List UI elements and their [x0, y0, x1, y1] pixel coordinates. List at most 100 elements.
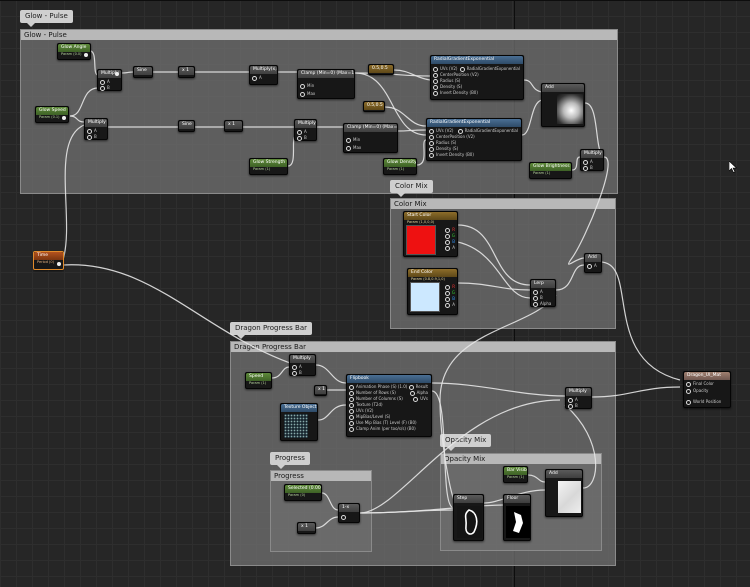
- input-pin-b[interactable]: B: [583, 165, 593, 171]
- node-selected-param[interactable]: Selected (0.00) Param (0): [284, 484, 322, 501]
- comment-bubble-glow-pulse[interactable]: Glow - Pulse: [20, 10, 73, 27]
- node-clamp-1[interactable]: Clamp (Min=0) (Max=1) Min Max: [297, 69, 355, 99]
- input-pin[interactable]: UVs (V2): [433, 66, 457, 72]
- input-pin-b[interactable]: B: [87, 134, 97, 140]
- node-clamp-2[interactable]: Clamp (Min=0) (Max=1) Min Max: [343, 123, 398, 153]
- node-x-3[interactable]: x 1: [314, 385, 327, 396]
- output-pin-b[interactable]: B: [445, 239, 455, 245]
- node-start-color[interactable]: Start Color Param (1,0,0,0) R G B A: [403, 211, 458, 257]
- input-pin-max[interactable]: Max: [346, 145, 361, 151]
- input-pin[interactable]: Use Mip Bias (T) Level (F) (B0): [349, 420, 417, 426]
- input-pin-min[interactable]: Min: [346, 137, 360, 143]
- input-pin[interactable]: Number of Rows (S): [349, 390, 396, 396]
- input-pin-final-color[interactable]: Final Color: [686, 381, 714, 387]
- input-pin[interactable]: Number of Columns (S): [349, 396, 403, 402]
- output-pin-r[interactable]: R: [445, 227, 455, 233]
- comment-bubble-progress[interactable]: Progress: [270, 452, 310, 469]
- input-pin[interactable]: MipBias/Level (S): [349, 414, 390, 420]
- node-add-2[interactable]: Add A: [584, 253, 602, 273]
- node-radial-gradient-1[interactable]: RadialGradientExponential UVs (V2) Cente…: [430, 55, 524, 100]
- input-pin[interactable]: UVs (V2): [349, 408, 373, 414]
- node-x-4[interactable]: x 1: [297, 522, 316, 534]
- input-pin-b[interactable]: B: [100, 85, 110, 91]
- node-texture-object[interactable]: Texture Object: [280, 403, 318, 441]
- input-pin-a[interactable]: A: [252, 75, 262, 81]
- node-glow-angle[interactable]: Glow Angle Param (0.0): [57, 43, 91, 60]
- node-one-minus[interactable]: 1-x: [338, 503, 360, 523]
- node-multiply-2[interactable]: Multiply A B: [84, 118, 108, 140]
- node-floor[interactable]: Floor: [503, 494, 531, 541]
- input-pin[interactable]: Radius (S): [433, 78, 460, 84]
- node-sine-1[interactable]: Sine: [133, 66, 153, 78]
- output-pin-uvs[interactable]: UVs: [413, 396, 428, 402]
- input-pin-opacity[interactable]: Opacity: [686, 388, 708, 394]
- input-pin-a[interactable]: A: [292, 364, 302, 370]
- input-pin-a[interactable]: A: [587, 263, 597, 269]
- input-pin-b[interactable]: B: [533, 295, 543, 301]
- input-pin-b[interactable]: B: [568, 403, 578, 409]
- node-add-3[interactable]: Add: [545, 469, 583, 517]
- output-pin-alpha[interactable]: Alpha: [410, 390, 428, 396]
- node-dragon-ui-mat-output[interactable]: Dragon_UI_Mat Final Color Opacity World …: [683, 371, 731, 408]
- output-pin[interactable]: [84, 53, 88, 57]
- node-const-1[interactable]: 0.5,0.5: [368, 64, 394, 75]
- input-pin[interactable]: Animation Phase (S) (1.0): [349, 384, 407, 390]
- node-glow-strength[interactable]: Glow Strength Param (1): [249, 158, 288, 175]
- output-pin-b[interactable]: B: [445, 296, 455, 302]
- node-speed[interactable]: Speed Param (1): [245, 372, 272, 389]
- input-pin-alpha[interactable]: Alpha: [533, 301, 551, 307]
- output-pin[interactable]: [57, 262, 61, 266]
- node-glow-brightness[interactable]: Glow Brightness Param (1): [529, 162, 572, 179]
- node-multiply-1[interactable]: Multiply A B: [97, 69, 122, 91]
- node-lerp[interactable]: Lerp A B Alpha: [530, 279, 556, 307]
- node-flipbook[interactable]: Flipbook Animation Phase (S) (1.0) Numbe…: [346, 374, 432, 437]
- input-pin[interactable]: Texture (T2d): [349, 402, 383, 408]
- node-end-color[interactable]: End Color Param (0.8,0.9,1,0) R G B A: [407, 268, 458, 315]
- input-pin-min[interactable]: Min: [300, 83, 314, 89]
- comment-bubble-dragon-progress-bar[interactable]: Dragon Progress Bar: [230, 322, 313, 339]
- node-multiply-5[interactable]: Multiply A B: [580, 149, 604, 171]
- input-pin-a[interactable]: A: [297, 129, 307, 135]
- node-step[interactable]: Step: [453, 494, 484, 541]
- input-pin[interactable]: [341, 514, 348, 520]
- output-pin-a[interactable]: A: [445, 302, 455, 308]
- output-pin-g[interactable]: G: [445, 290, 455, 296]
- node-multiply-7[interactable]: Multiply A B: [565, 387, 592, 409]
- node-x-1[interactable]: x 1: [178, 66, 195, 78]
- input-pin-a[interactable]: A: [100, 79, 110, 85]
- comment-bubble-color-mix[interactable]: Color Mix: [390, 180, 433, 197]
- node-radial-gradient-2[interactable]: RadialGradientExponential UVs (V2) Cente…: [426, 118, 522, 161]
- input-pin[interactable]: Clamp Anim (per too/s/s) (B0): [349, 426, 416, 432]
- input-pin-b[interactable]: B: [297, 135, 307, 141]
- input-pin[interactable]: CenterPosition (V2): [429, 134, 475, 140]
- input-pin[interactable]: Radius (S): [429, 140, 456, 146]
- input-pin-max[interactable]: Max: [300, 91, 315, 97]
- output-pin-a[interactable]: A: [445, 245, 455, 251]
- input-pin-a[interactable]: A: [533, 289, 543, 295]
- input-pin-a[interactable]: A: [583, 159, 593, 165]
- node-glow-density[interactable]: Glow Density Param (1): [383, 158, 417, 175]
- output-pin-r[interactable]: R: [445, 284, 455, 290]
- comment-glow-pulse[interactable]: Glow - Pulse: [20, 29, 618, 194]
- input-pin-a[interactable]: A: [568, 397, 578, 403]
- node-time[interactable]: Time Period (0): [33, 251, 64, 270]
- output-pin[interactable]: [115, 72, 119, 76]
- node-multiply-6[interactable]: Multiply A B: [289, 354, 316, 376]
- output-pin-result[interactable]: Result: [409, 384, 428, 390]
- output-pin-g[interactable]: G: [445, 233, 455, 239]
- node-bar-visibility[interactable]: Bar Visibility Param (1): [503, 466, 528, 483]
- node-x-2[interactable]: x 1: [224, 120, 243, 132]
- input-pin[interactable]: Invert Density (B0): [429, 152, 474, 158]
- node-multiply-3[interactable]: Multiply(x,-1) A: [249, 65, 278, 85]
- input-pin-a[interactable]: A: [87, 128, 97, 134]
- input-pin-world-position[interactable]: World Position: [686, 399, 721, 405]
- node-sine-2[interactable]: Sine: [178, 120, 195, 132]
- input-pin[interactable]: Density (S): [433, 84, 462, 90]
- node-add-1[interactable]: Add: [541, 83, 585, 127]
- input-pin-b[interactable]: B: [292, 370, 302, 376]
- node-const-2[interactable]: 0.5,0.5: [363, 101, 385, 112]
- input-pin[interactable]: UVs (V2): [429, 128, 453, 134]
- output-pin[interactable]: [62, 116, 66, 120]
- input-pin[interactable]: CenterPosition (V2): [433, 72, 479, 78]
